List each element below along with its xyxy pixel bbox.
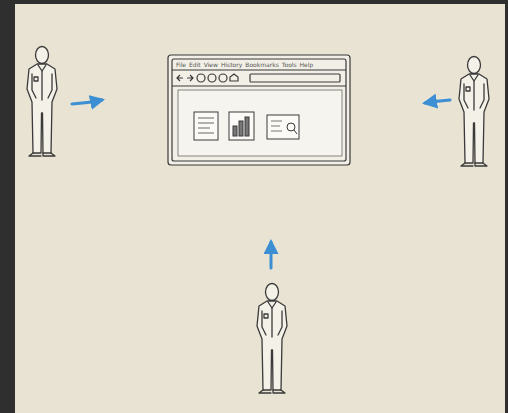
image-icon	[267, 115, 299, 139]
pointer-arrow	[270, 242, 273, 268]
menu-item: Tools	[282, 61, 297, 68]
person-figure	[27, 47, 57, 157]
menu-item: File	[176, 61, 186, 68]
menu-item: Bookmarks	[245, 61, 279, 68]
menu-bar: FileEditViewHistoryBookmarksToolsHelp	[176, 60, 341, 69]
person-figure	[257, 284, 287, 394]
menu-item: Edit	[189, 61, 201, 68]
pointer-arrow	[425, 100, 450, 103]
browser-window	[168, 55, 350, 165]
menu-item: History	[221, 61, 242, 68]
menu-item: View	[204, 61, 218, 68]
chart-icon	[229, 112, 254, 140]
document-icon	[194, 112, 218, 140]
pointer-arrow	[72, 100, 102, 104]
person-figure	[459, 57, 489, 167]
menu-item: Help	[300, 61, 314, 68]
paper	[15, 4, 505, 413]
